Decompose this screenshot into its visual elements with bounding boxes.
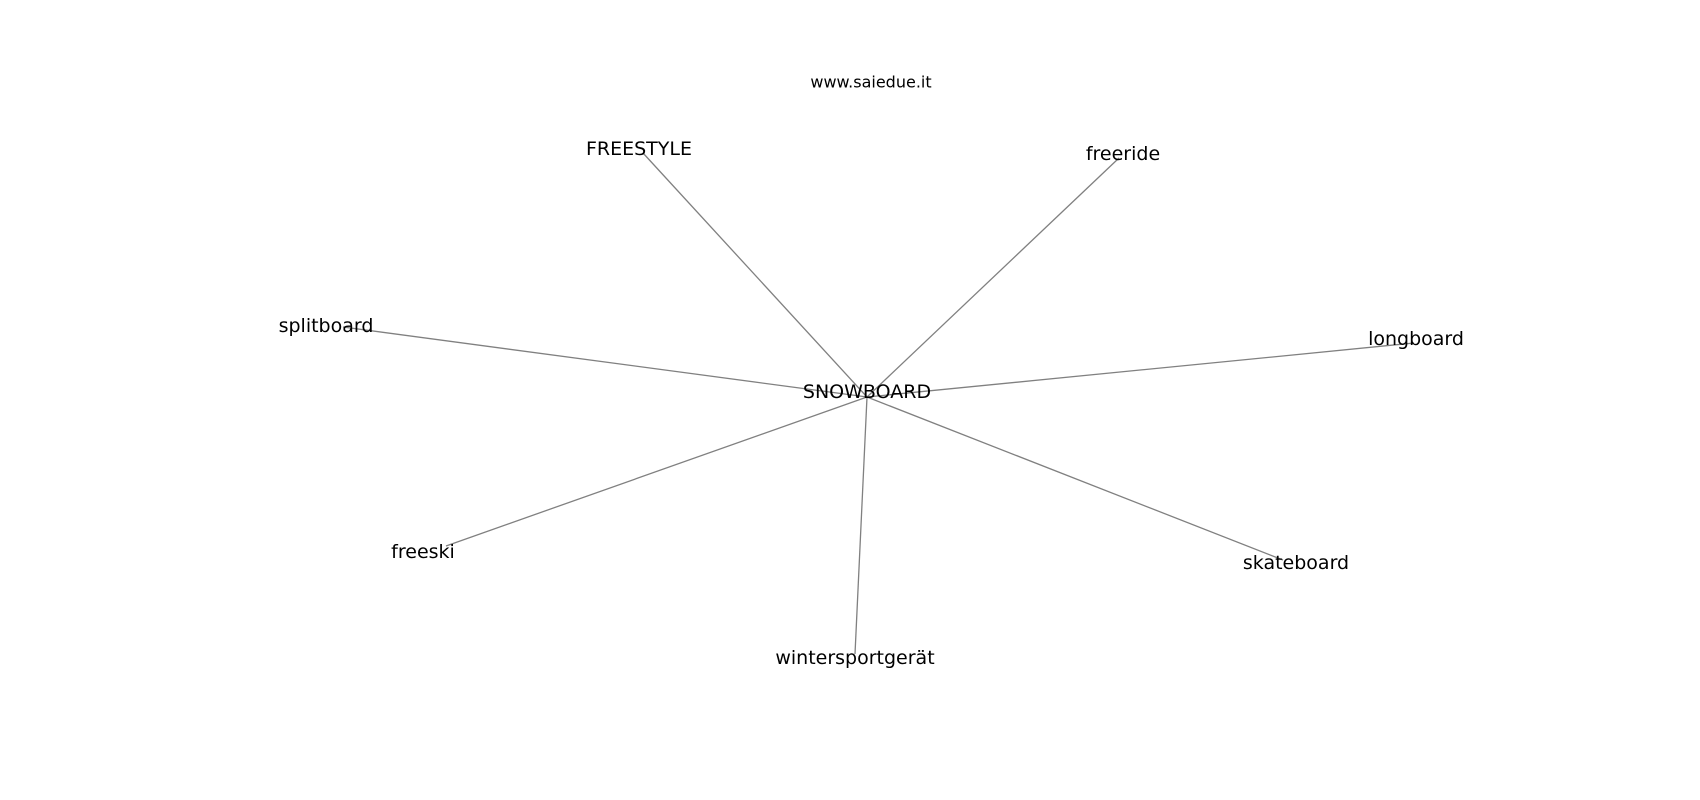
- node-freeride[interactable]: freeride: [1086, 143, 1160, 165]
- node-splitboard[interactable]: splitboard: [279, 315, 374, 337]
- node-center-snowboard[interactable]: SNOWBOARD: [803, 381, 931, 403]
- node-freeski[interactable]: freeski: [391, 541, 455, 563]
- edge-wintersportgerat: [854, 396, 868, 655]
- edge-freeride: [866, 157, 1120, 398]
- edges-group: [342, 152, 1415, 655]
- edge-skateboard: [866, 396, 1284, 561]
- site-watermark[interactable]: www.saiedue.it: [810, 73, 931, 92]
- node-freestyle[interactable]: FREESTYLE: [586, 138, 692, 160]
- edge-longboard: [866, 342, 1415, 398]
- edge-splitboard: [342, 326, 868, 398]
- edge-freestyle: [642, 152, 868, 398]
- node-wintersportgerat[interactable]: wintersportgerät: [775, 647, 934, 669]
- edge-freeski: [445, 396, 868, 547]
- labels-group: SNOWBOARD FREESTYLE freeride splitboard …: [279, 138, 1464, 669]
- node-skateboard[interactable]: skateboard: [1243, 552, 1349, 574]
- node-longboard[interactable]: longboard: [1368, 328, 1464, 350]
